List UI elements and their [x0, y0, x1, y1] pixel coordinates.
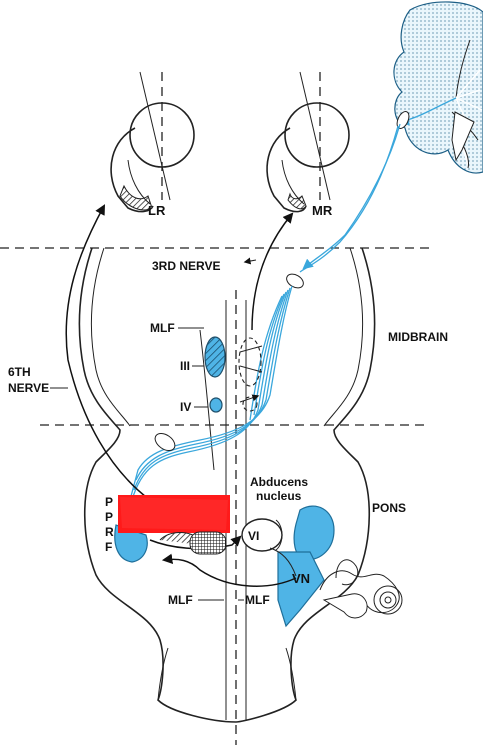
third-nerve-arrow: [252, 214, 292, 330]
midbrain-label: MIDBRAIN: [388, 330, 448, 344]
sixth-nerve-arrow: [66, 206, 150, 500]
sixth-nerve-label-2: NERVE: [8, 381, 49, 395]
cerebellum-icon: [394, 2, 483, 173]
vn-label: VN: [292, 571, 310, 586]
nucleus-iv-label: IV: [180, 400, 191, 414]
pprf-letter-r: R: [105, 525, 114, 539]
mr-label: MR: [312, 203, 333, 218]
pprf-letter-p1: P: [105, 495, 113, 509]
sixth-nerve-label-1: 6TH: [8, 365, 31, 379]
vestibular-nucleus: [278, 552, 324, 626]
lr-label: LR: [148, 203, 166, 218]
vi-label: VI: [248, 529, 259, 543]
third-nerve-label: 3RD NERVE: [152, 259, 220, 273]
pons-label: PONS: [372, 501, 406, 515]
trochlear-nucleus: [210, 398, 222, 412]
abducens-label-1: Abducens: [250, 475, 308, 489]
left-eye: [111, 72, 194, 212]
vestibular-pathways: [130, 98, 456, 500]
pprf-letter-f: F: [105, 540, 112, 554]
abducens-label-2: nucleus: [256, 489, 302, 503]
mlf-lower-right-label: MLF: [245, 593, 270, 607]
mlf-upper-label: MLF: [150, 321, 175, 335]
oculomotor-nucleus: [205, 337, 225, 377]
nucleus-iii-label: III: [180, 359, 190, 373]
right-eye: [267, 72, 349, 212]
contralateral-iii-outline: [239, 338, 261, 386]
pprf-letter-p2: P: [105, 510, 113, 524]
mlf-lower-left-label: MLF: [168, 593, 193, 607]
